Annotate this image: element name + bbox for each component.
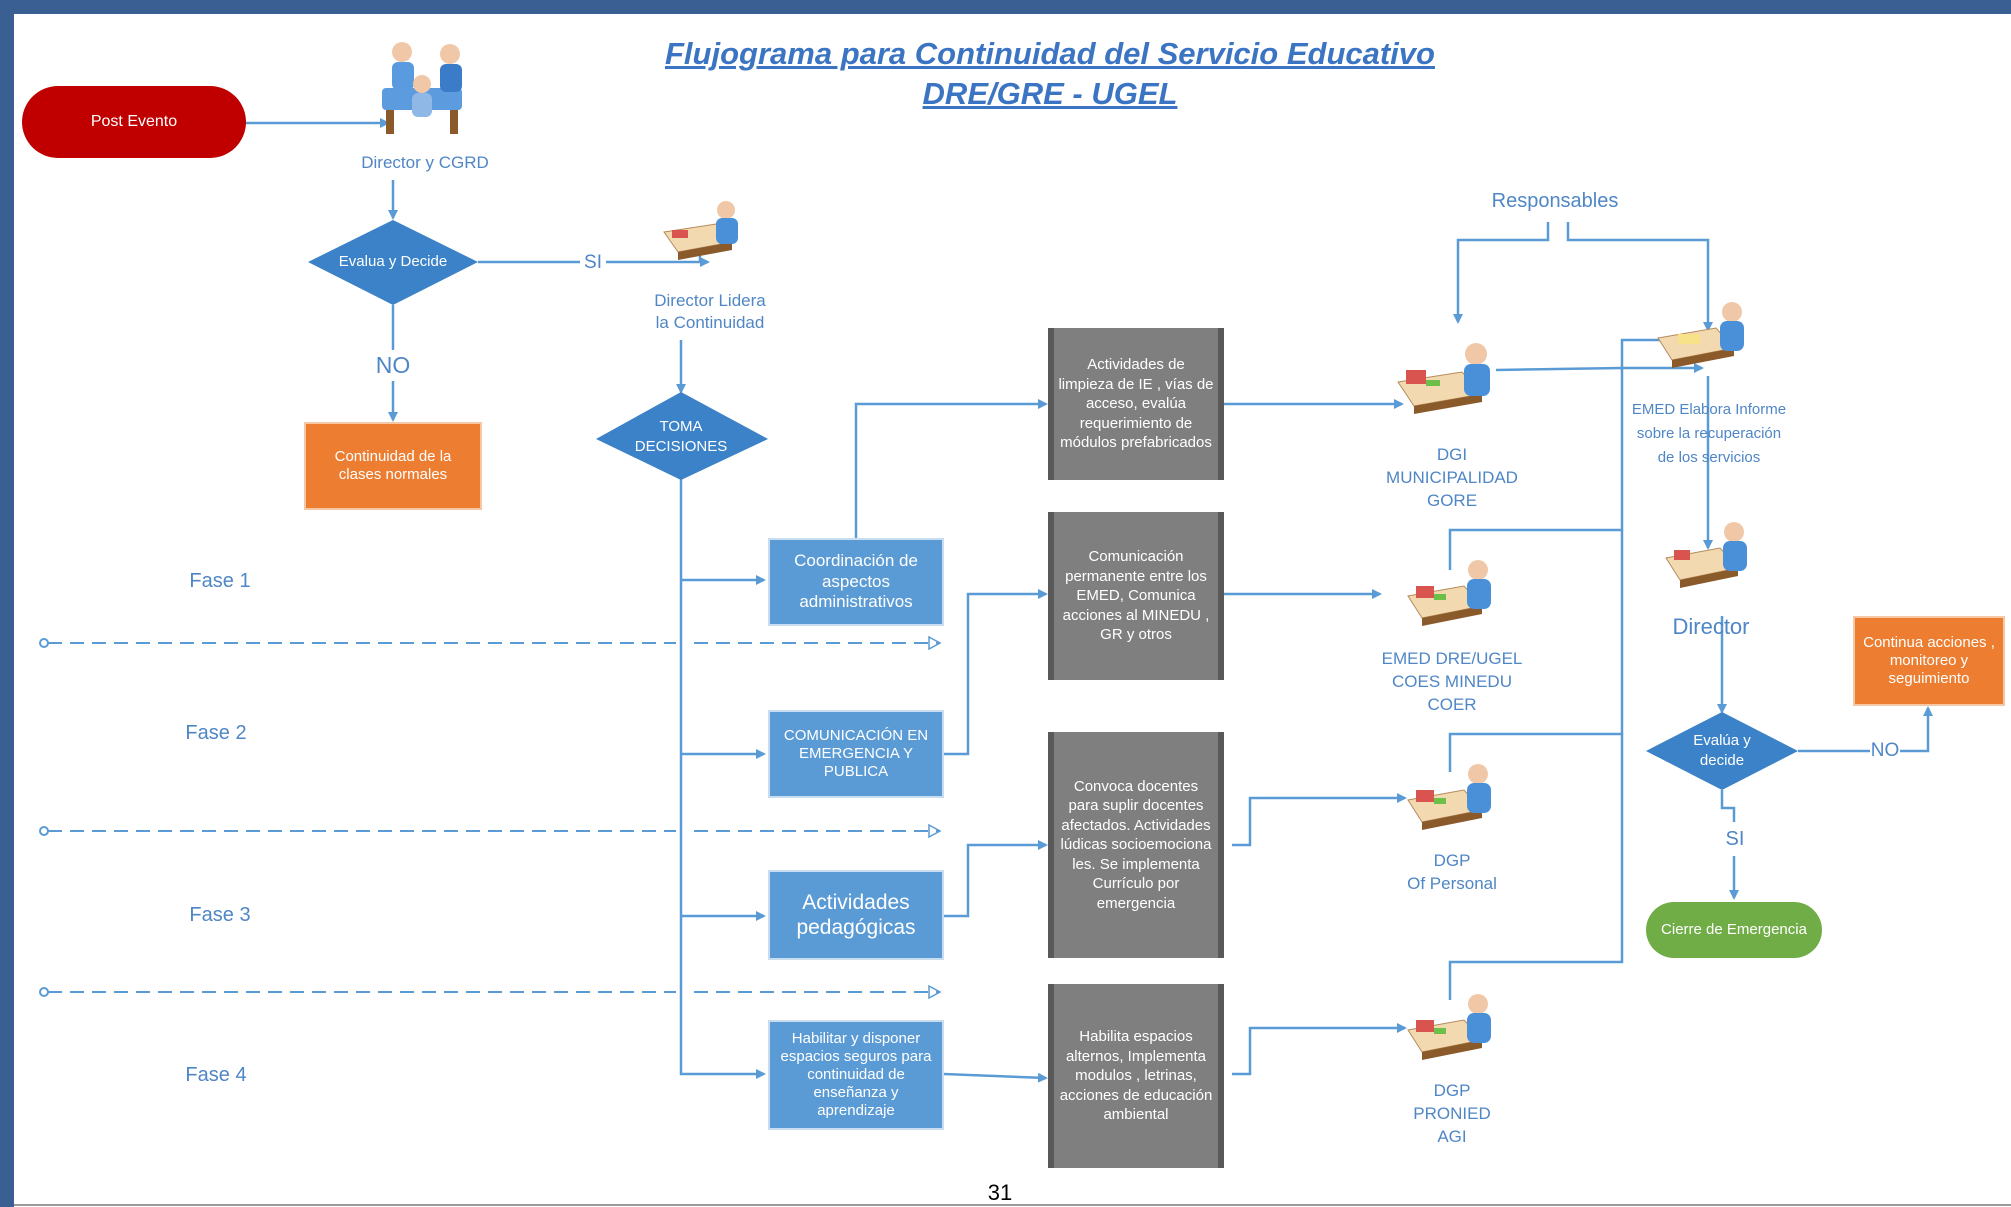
- detail-limpieza-box: Actividades de limpieza de IE , vías de …: [1048, 328, 1224, 480]
- dgp-personal-desk-icon: [1407, 764, 1491, 830]
- detail-comunicacion-box: Comunicación permanente entre los EMED, …: [1048, 512, 1224, 680]
- director-desk-icon: [663, 201, 738, 260]
- detail-habilita-box: Habilita espacios alternos, Implementa m…: [1048, 984, 1224, 1168]
- action-coordinacion-box: Coordinación de aspectos administrativos: [768, 538, 944, 626]
- dgi-desk-icon: [1397, 343, 1490, 414]
- emed-desk-icon: [1407, 560, 1491, 626]
- continuidad-normal-box: Continuidad de la clases normales: [304, 422, 482, 510]
- toma-decisiones-text-1: TOMA: [659, 418, 703, 436]
- meeting-people-icon: [382, 42, 462, 134]
- frame-top-border: [0, 0, 2011, 14]
- responsables-label: Responsables: [1491, 190, 1619, 212]
- bottom-rule: [14, 1204, 2011, 1206]
- dgp-pronied-desk-icon: [1407, 994, 1491, 1060]
- director-right-label: Director: [1672, 614, 1750, 639]
- page-number: 31: [987, 1180, 1013, 1205]
- phase-label-2: Fase 2: [185, 722, 247, 744]
- action-pedagogicas-box: Actividades pedagógicas: [768, 870, 944, 960]
- diagram-title-line1: Flujograma para Continuidad del Servicio…: [665, 36, 1435, 71]
- frame-left-border: [0, 0, 14, 1207]
- action-espacios-box: Habilitar y disponer espacios seguros pa…: [768, 1020, 944, 1130]
- toma-decisiones-text-2: DECISIONES: [634, 438, 728, 456]
- evalua-decide-right-text-1: Evalúa y: [1693, 732, 1751, 750]
- evalua-decide-right-text-2: decide: [1699, 752, 1745, 770]
- phase-label-3: Fase 3: [189, 904, 251, 926]
- cierre-emergencia-node: Cierre de Emergencia: [1646, 902, 1822, 958]
- toma-decisiones-diamond: [596, 392, 768, 480]
- director-right-desk-icon: [1665, 522, 1747, 588]
- evalua-decide-text: Evalua y Decide: [338, 253, 448, 271]
- diagram-title-line2: DRE/GRE - UGEL: [922, 76, 1178, 111]
- no-label-left: NO: [366, 350, 420, 382]
- no-label-right: NO: [1870, 738, 1900, 764]
- detail-convoca-box: Convoca docentes para suplir docentes af…: [1048, 732, 1224, 958]
- phase-label-1: Fase 1: [189, 570, 251, 592]
- evalua-decide-diamond: [308, 220, 478, 305]
- emed-informe-desk-icon: [1657, 302, 1744, 368]
- action-comunicacion-box: COMUNICACIÓN EN EMERGENCIA Y PUBLICA: [768, 710, 944, 798]
- director-lidera-label-1: Director Lidera: [654, 291, 766, 310]
- director-cgrd-label: Director y CGRD: [361, 153, 489, 172]
- si-label-left: SI: [580, 250, 606, 276]
- evalua-decide-right-diamond: [1646, 712, 1798, 790]
- phase-label-4: Fase 4: [185, 1064, 247, 1086]
- si-label-right: SI: [1718, 826, 1752, 853]
- continua-acciones-box: Continua acciones , monitoreo y seguimie…: [1853, 616, 2005, 706]
- director-lidera-label-2: la Continuidad: [655, 313, 765, 332]
- post-evento-node: Post Evento: [22, 86, 246, 158]
